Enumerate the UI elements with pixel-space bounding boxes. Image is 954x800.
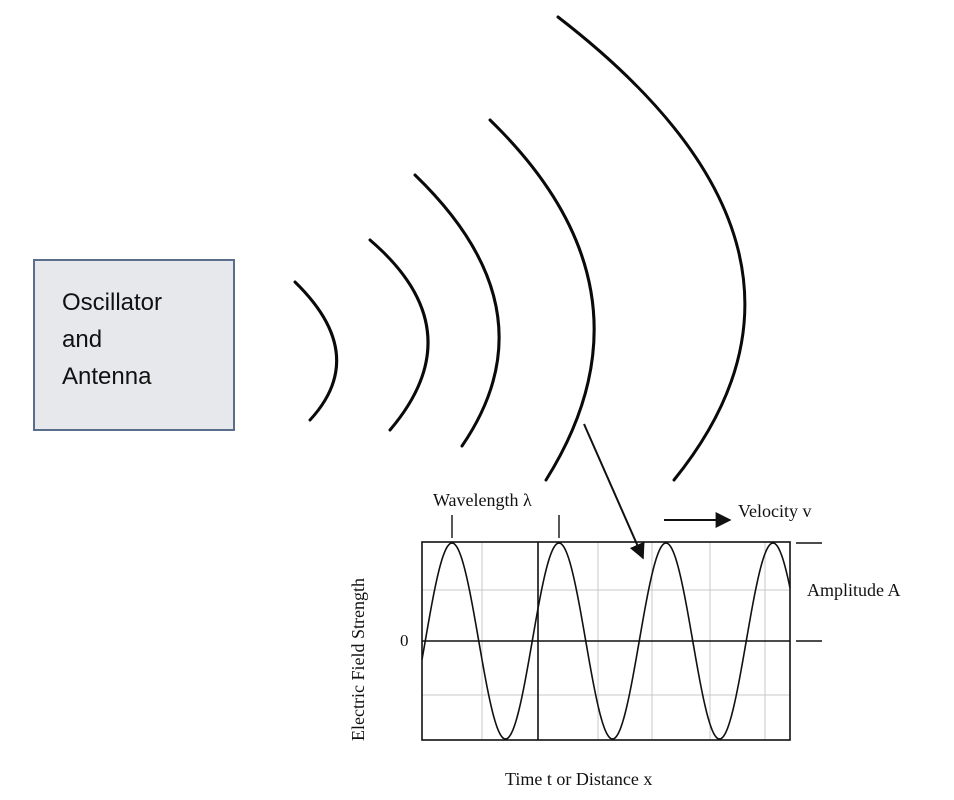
wavefront-arc-1 (293, 280, 339, 422)
wavefront-arc-3 (413, 173, 501, 448)
wavefront-arc-2 (368, 238, 430, 432)
zero-label: 0 (400, 631, 409, 650)
source-box-rect (33, 259, 235, 431)
wavefront-arcs (293, 15, 747, 482)
source-box-line-1: Oscillator (62, 289, 162, 316)
oscillator-antenna-box: Oscillator and Antenna (33, 259, 235, 431)
x-axis-label: Time t or Distance x (505, 769, 652, 789)
wavefront-arc-5 (556, 15, 747, 482)
wavelength-label: Wavelength λ (433, 490, 532, 510)
amplitude-label: Amplitude A (807, 580, 901, 600)
velocity-label: Velocity v (738, 501, 812, 521)
source-box-line-3: Antenna (62, 363, 152, 390)
y-axis-label: Electric Field Strength (348, 578, 368, 741)
field-plot: Wavelength λ Velocity v Amplitude A 0 El… (348, 490, 901, 789)
wavefront-arc-4 (488, 118, 596, 482)
sine-wave-curve (421, 542, 791, 740)
source-box-line-2: and (62, 326, 102, 353)
wavefront-to-plot-arrow (583, 423, 645, 560)
